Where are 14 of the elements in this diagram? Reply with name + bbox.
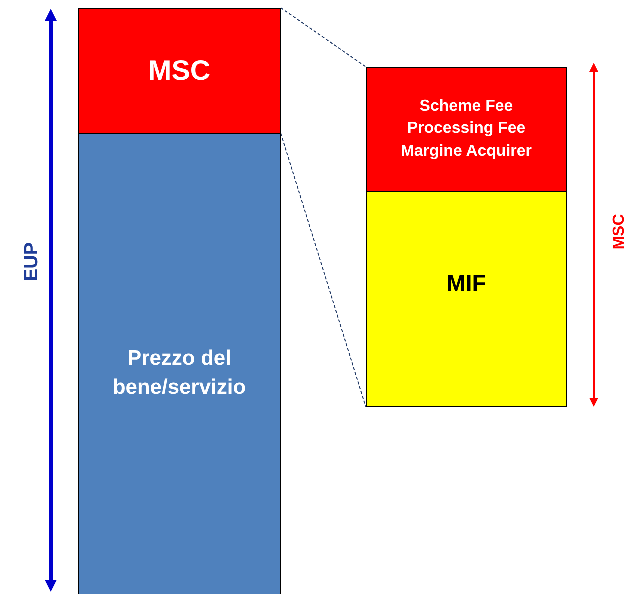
bar-segment xyxy=(78,8,281,134)
segment-label: Processing Fee xyxy=(407,119,526,140)
leader-line xyxy=(280,133,366,408)
segment-label: MIF xyxy=(446,269,486,298)
leader-line xyxy=(280,8,366,68)
segment-label: Prezzo del bene/servizio xyxy=(112,346,248,402)
segment-label: Scheme Fee xyxy=(420,96,514,117)
dimension-label: EUP xyxy=(21,242,44,282)
bar-segment xyxy=(78,133,281,594)
bar-segment xyxy=(366,191,567,407)
segment-label: Margine Acquirer xyxy=(401,142,532,162)
segment-label: MSC xyxy=(148,54,211,88)
dimension-label: MSC xyxy=(610,214,629,250)
bar-segment xyxy=(366,67,567,192)
